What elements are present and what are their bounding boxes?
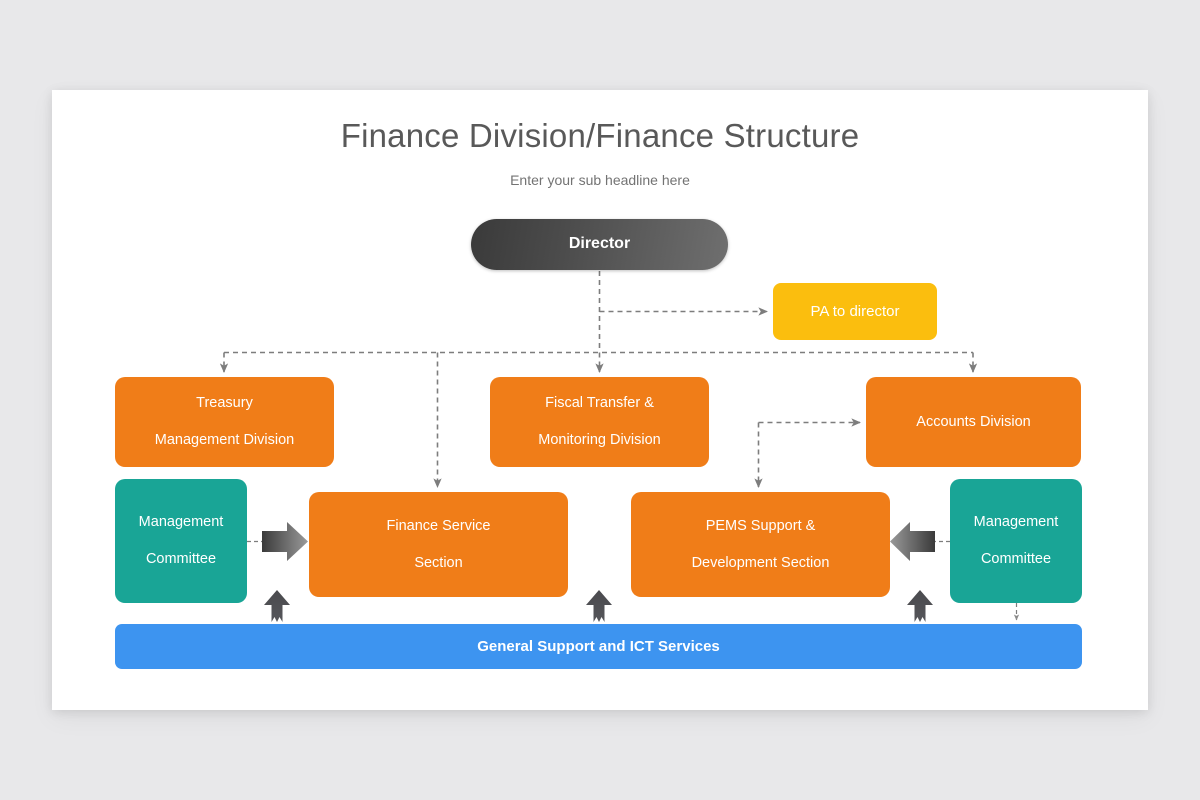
block-arrow-up-1	[264, 590, 290, 622]
node-management-committee-left[interactable]: Management Committee	[115, 479, 247, 603]
node-support-label: General Support and ICT Services	[477, 637, 720, 655]
block-arrow-up-2	[586, 590, 612, 622]
node-management-committee-right[interactable]: Management Committee	[950, 479, 1082, 603]
node-treasury-management-division[interactable]: Treasury Management Division	[115, 377, 334, 467]
block-arrow-up-3	[907, 590, 933, 622]
node-mgmt-right-line2: Committee	[980, 551, 1052, 568]
node-director-label: Director	[568, 235, 631, 253]
block-arrow-left	[890, 522, 935, 561]
block-arrow-right	[262, 522, 308, 561]
node-finance-service-section[interactable]: Finance Service Section	[309, 492, 568, 597]
node-pems-support-development-section[interactable]: PEMS Support & Development Section	[631, 492, 890, 597]
page-subtitle: Enter your sub headline here	[510, 172, 690, 188]
node-pa-to-director-label: PA to director	[810, 302, 900, 320]
node-mgmt-left-line2: Committee	[145, 551, 217, 568]
node-mgmt-left-line1: Management	[138, 514, 224, 531]
node-accounts-division[interactable]: Accounts Division	[866, 377, 1081, 467]
node-pems-line2: Development Section	[691, 554, 830, 571]
page-title: Finance Division/Finance Structure	[340, 117, 860, 154]
node-treasury-line2: Management Division	[154, 432, 295, 449]
node-finance-service-line2: Section	[414, 554, 463, 571]
node-fiscal-transfer-monitoring-division[interactable]: Fiscal Transfer & Monitoring Division	[490, 377, 709, 467]
node-general-support-ict-services[interactable]: General Support and ICT Services	[115, 624, 1082, 669]
node-finance-service-line1: Finance Service	[386, 517, 491, 534]
node-fiscal-line2: Monitoring Division	[538, 432, 661, 449]
node-mgmt-right-line1: Management	[973, 514, 1059, 531]
node-pa-to-director[interactable]: PA to director	[773, 283, 937, 340]
node-director[interactable]: Director	[471, 219, 728, 270]
node-treasury-line1: Treasury	[196, 395, 253, 412]
node-fiscal-line1: Fiscal Transfer &	[545, 395, 654, 412]
node-pems-line1: PEMS Support &	[705, 517, 816, 534]
node-accounts-label: Accounts Division	[916, 413, 1031, 430]
